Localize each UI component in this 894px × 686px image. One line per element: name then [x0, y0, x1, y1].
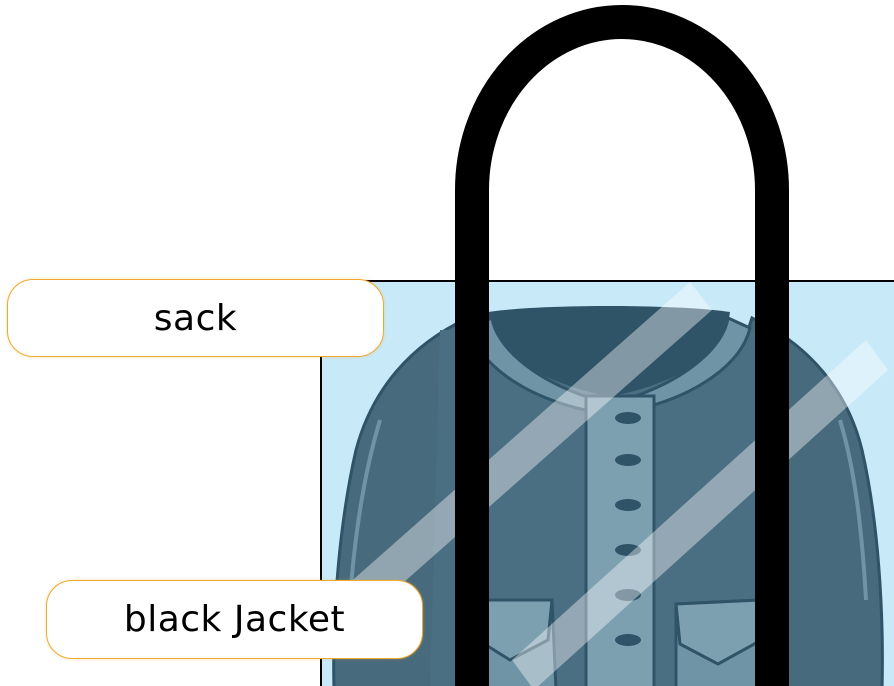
jacket-button	[615, 634, 641, 646]
label-black-jacket: black Jacket	[46, 580, 423, 659]
jacket-button	[615, 412, 641, 424]
label-sack: sack	[7, 279, 384, 357]
jacket-button	[615, 454, 641, 466]
jacket-button	[615, 499, 641, 511]
